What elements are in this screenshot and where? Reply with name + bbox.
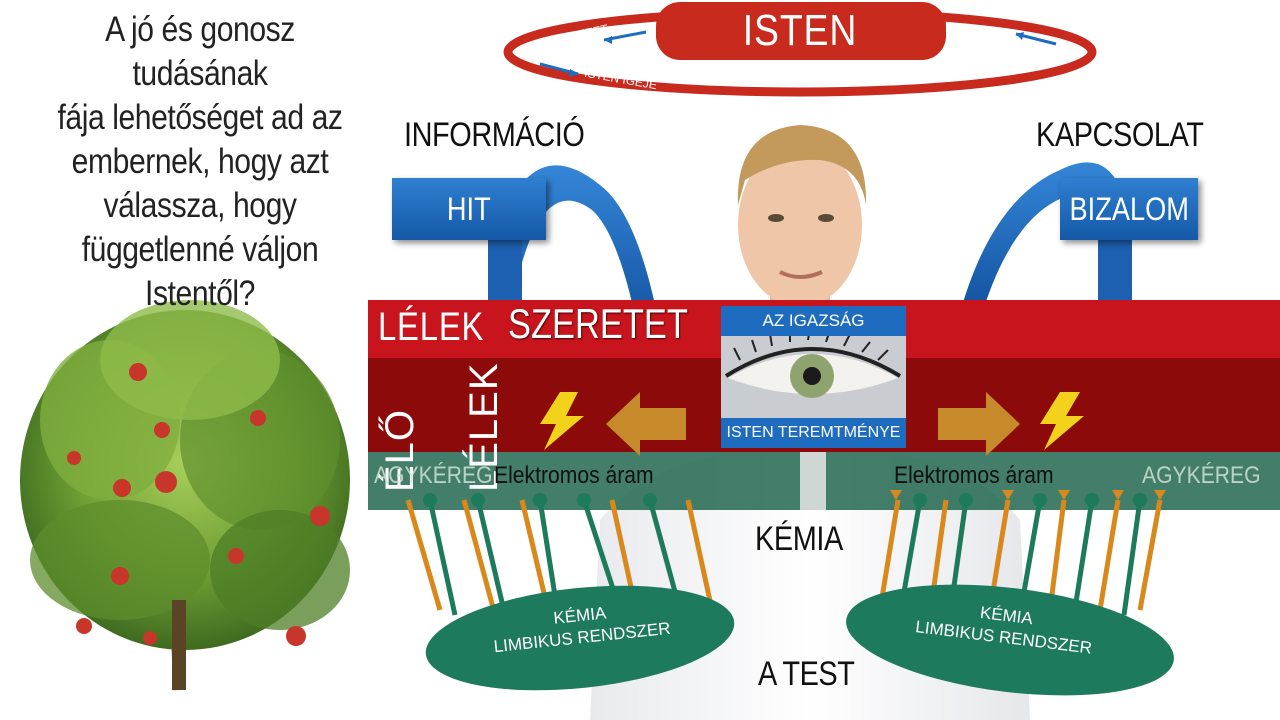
eye-image [721,327,906,418]
question-line: függetlenné váljon [81,230,319,269]
lightning-icon-right [1040,392,1084,450]
cortex-label-right: AGYKÉREG [1142,462,1261,489]
current-label-left: Elektromos áram [494,462,654,489]
question-line: válassza, hogy [103,186,297,225]
isten-label: ISTEN [742,6,858,55]
question-line: A jó és gonosz tudásának [105,10,295,93]
cortex-label-left: AGYKÉREG [374,462,493,489]
nerve-fibers-left [405,499,715,616]
faith-label: HIT [447,190,491,227]
limbic-ellipse-left [425,585,735,691]
love-label: SZERETET [508,300,688,347]
information-heading: INFORMÁCIÓ [404,116,585,154]
trust-label: BIZALOM [1069,190,1189,227]
soul-label: LÉLEK [378,305,485,349]
apple-tree [20,300,350,691]
lightning-icon-left [540,392,584,450]
isten-ring [503,2,1097,97]
question-text: A jó és gonosz tudásának fája lehetősége… [37,8,364,316]
truth-label: AZ IGAZSÁG [721,306,906,336]
question-line: fája lehetőséget ad az [57,98,343,137]
chemistry-heading: KÉMIA [755,520,843,558]
faith-box: HIT [392,178,546,240]
question-line: Istentől? [145,274,255,313]
band-gap [800,452,826,510]
trust-box: BIZALOM [1060,178,1198,240]
arrow-right-icon [938,392,1020,456]
connection-heading: KAPCSOLAT [1036,116,1204,154]
body-heading: A TEST [758,655,855,693]
creation-label: ISTEN TEREMTMÉNYE [721,418,906,448]
limbic-ellipse-right [846,584,1174,696]
current-label-right: Elektromos áram [894,462,1054,489]
question-line: embernek, hogy azt [71,142,329,181]
arrow-left-icon [606,392,686,456]
